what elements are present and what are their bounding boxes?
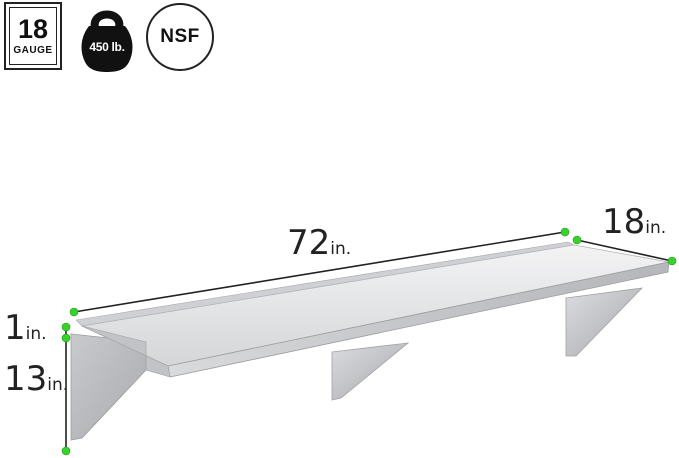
marker-length-right <box>560 227 570 237</box>
right-brace <box>565 287 644 357</box>
kettlebell-icon <box>81 10 133 72</box>
depth-unit: in. <box>645 218 667 238</box>
length-value: 72 <box>287 223 331 263</box>
marker-lip-bottom <box>61 333 71 343</box>
length-dimension-label: 72in. <box>287 226 351 260</box>
gauge-label: GAUGE <box>13 45 53 56</box>
marker-depth-back <box>572 235 582 245</box>
marker-lip-top <box>61 322 71 332</box>
length-dimension-line <box>73 231 566 313</box>
lip-unit: in. <box>25 324 47 344</box>
weight-capacity-text: 450 lb. <box>89 40 125 54</box>
weight-capacity-badge: 450 lb. <box>77 2 137 74</box>
height-value: 13 <box>4 359 48 399</box>
shelf-left-edge <box>81 325 171 378</box>
lip-dimension-label: 1in. <box>4 311 47 345</box>
dimension-markers <box>61 227 677 456</box>
nsf-text: NSF <box>160 26 200 47</box>
middle-brace <box>331 342 410 401</box>
marker-depth-front <box>667 256 677 266</box>
lip-value: 1 <box>4 308 26 348</box>
height-unit: in. <box>47 375 69 395</box>
nsf-badge: NSF <box>146 3 214 71</box>
depth-dimension-label: 18in. <box>602 205 666 239</box>
marker-height-bottom <box>61 446 71 456</box>
gauge-badge: 18 GAUGE <box>4 2 62 70</box>
length-unit: in. <box>330 239 352 259</box>
depth-value: 18 <box>602 202 646 242</box>
gauge-number: 18 <box>17 14 49 44</box>
depth-dimension-line <box>576 239 673 262</box>
height-dimension-label: 13in. <box>4 362 68 396</box>
marker-length-left <box>69 307 79 317</box>
